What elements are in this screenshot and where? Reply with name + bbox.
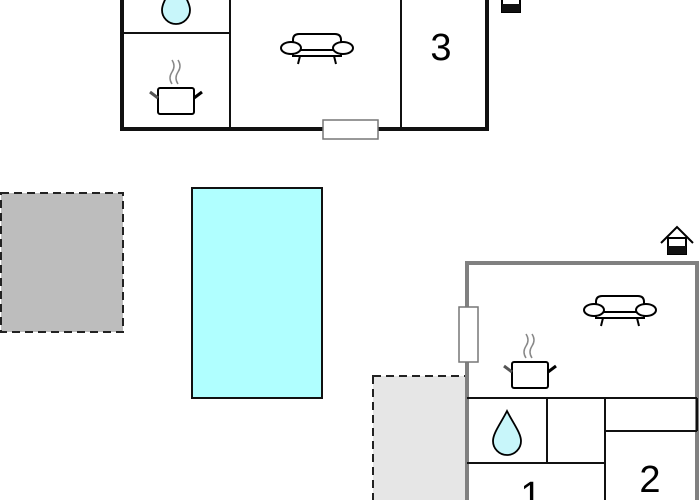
top-building: 3: [120, 0, 521, 140]
window: [458, 306, 479, 363]
room-label-1: 1: [520, 475, 541, 500]
room-label-3: 3: [430, 27, 451, 69]
house-entrance-icon: [501, 0, 521, 13]
bottom-building: 1 2: [458, 225, 699, 500]
window: [322, 119, 379, 140]
pool: [191, 187, 323, 399]
water-drop-icon: [161, 0, 191, 25]
terrace-light: [372, 375, 469, 500]
room-label-2: 2: [639, 459, 660, 500]
house-entrance-icon: [660, 225, 694, 255]
terrace-dark: [0, 192, 124, 333]
